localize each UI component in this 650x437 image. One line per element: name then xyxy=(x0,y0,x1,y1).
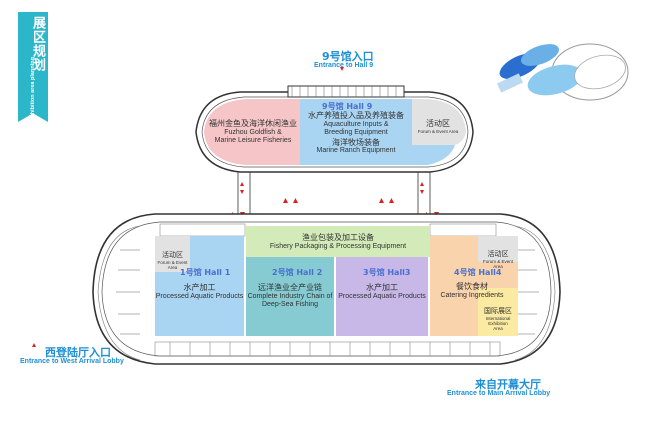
entrance-west-en: Entrance to West Arrival Lobby xyxy=(20,358,124,365)
hall4-cn: 餐饮食材 xyxy=(456,282,488,291)
hall1-zone-label: 水产加工 Processed Aquatic Products xyxy=(155,283,244,301)
hall9-event-zone-label: 活动区 Forum & Event Area xyxy=(412,119,464,134)
hall3-tag: 3号馆 Hall3 xyxy=(363,268,411,277)
hall2-zone-label: 远洋渔业全产业链 Complete Industry Chain of Deep… xyxy=(246,283,334,310)
hall3-en: Processed Aquatic Products xyxy=(338,292,426,300)
hall9-pink-cn: 福州金鱼及海洋休闲渔业 xyxy=(209,119,297,128)
hall4-intl-en1: International Exhibition xyxy=(485,315,511,326)
hall4-en: Catering Ingredients xyxy=(440,291,504,299)
hall1-event-en: Forum & Event Area xyxy=(157,259,188,270)
hall9-blue-cn2: 海洋牧场装备 xyxy=(332,137,380,147)
hall9-blue-en1a: Aquaculture Inputs & xyxy=(323,120,389,128)
hall2-tag: 2号馆 Hall 2 xyxy=(272,268,323,277)
hall1-en: Processed Aquatic Products xyxy=(155,292,244,300)
hall1-event-label: 活动区 Forum & Event Area xyxy=(155,251,190,270)
hall4-intl-en2: Area xyxy=(493,325,503,331)
hall9-blue-en1b: Breeding Equipment xyxy=(324,129,388,136)
entrance-west-cn: 西登陆厅入口 xyxy=(45,346,111,359)
hall9-event-en: Forum & Event Area xyxy=(417,128,459,134)
packaging-en: Fishery Packaging & Processing Equipment xyxy=(269,242,407,250)
main-hall-zones xyxy=(155,226,518,336)
hall2-cn: 远洋渔业全产业链 xyxy=(258,283,322,292)
connectors xyxy=(237,172,431,215)
entrance-hall9-en: Entrance to Hall 9 xyxy=(314,62,374,69)
entrance-main-en: Entrance to Main Arrival Lobby xyxy=(447,390,551,397)
hall4-event-cn: 活动区 xyxy=(487,250,509,258)
hall4-event-en: Forum & Event Area xyxy=(482,258,513,269)
hall9-event-cn: 活动区 xyxy=(426,119,450,128)
hall9-blue-cn1: 水产养殖投入品及养殖装备 xyxy=(308,111,404,120)
hall2-en1: Complete Industry Chain of xyxy=(247,292,333,300)
hall4-tag: 4号馆 Hall4 xyxy=(454,268,502,277)
hall9-blue-en2: Marine Ranch Equipment xyxy=(316,147,396,154)
hall4-zone-label: 餐饮食材 Catering Ingredients xyxy=(430,282,514,300)
entrance-main-cn: 来自开幕大厅 xyxy=(475,378,541,391)
hall3-cn: 水产加工 xyxy=(366,283,398,292)
hall4-intl-label: 国际展区 International Exhibition Area xyxy=(478,307,518,331)
hall9-tag: 9号馆 Hall 9 xyxy=(322,102,373,111)
hall9-pink-en2: Marine Leisure Fisheries xyxy=(214,137,292,144)
hall9-blue-zone-label: 水产养殖投入品及养殖装备 Aquaculture Inputs & Breedi… xyxy=(300,111,412,156)
hall9-building xyxy=(195,85,474,173)
entrance-hall9-cn: 9号馆入口 xyxy=(322,50,374,63)
side-banner xyxy=(18,12,48,122)
hall2-en2: Deep-Sea Fishing xyxy=(261,301,319,308)
banner-title-cn: 展区规划 xyxy=(30,16,45,72)
hall1-cn: 水产加工 xyxy=(183,283,216,292)
hall1-tag: 1号馆 Hall 1 xyxy=(180,268,231,277)
hall9-pink-en1: Fuzhou Goldfish & xyxy=(224,128,282,136)
locator-map xyxy=(497,43,629,101)
hall4-intl-cn: 国际展区 xyxy=(484,307,512,315)
hall4-event-label: 活动区 Forum & Event Area xyxy=(478,250,518,269)
packaging-band-label: 渔业包装及加工设备 Fishery Packaging & Processing… xyxy=(246,233,430,251)
packaging-cn: 渔业包装及加工设备 xyxy=(302,233,374,242)
hall3-zone-label: 水产加工 Processed Aquatic Products xyxy=(336,283,428,301)
hall9-pink-zone-label: 福州金鱼及海洋休闲渔业 Fuzhou Goldfish & Marine Lei… xyxy=(206,119,300,146)
hall1-event-cn: 活动区 xyxy=(162,251,183,259)
